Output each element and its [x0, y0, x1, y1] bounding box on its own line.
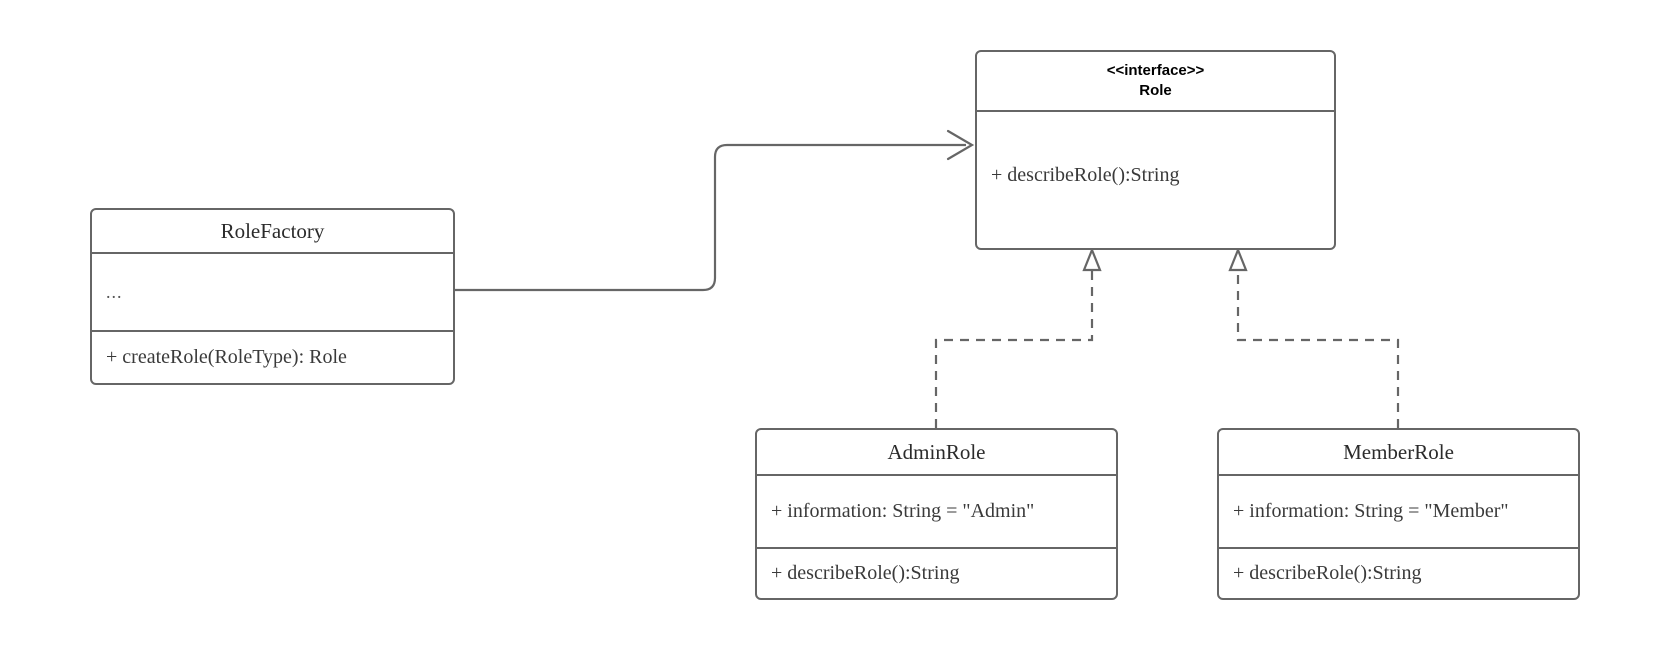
class-box-rolefactory[interactable]: RoleFactory ... + createRole(RoleType): … [90, 208, 455, 385]
operation-row: + describeRole():String [1233, 562, 1422, 584]
class-name-label: MemberRole [1343, 439, 1454, 464]
realization-line [934, 268, 1094, 428]
class-name-adminrole: AdminRole [757, 430, 1116, 474]
class-box-role[interactable]: <<interface>> Role + describeRole():Stri… [975, 50, 1336, 250]
class-name-label: Role [1139, 82, 1172, 99]
operation-row: + describeRole():String [771, 562, 960, 584]
class-name-label: AdminRole [887, 439, 986, 464]
attributes-compartment-memberrole: + information: String = "Member" [1219, 474, 1578, 547]
operation-row: + describeRole():String [991, 164, 1180, 186]
class-box-memberrole[interactable]: MemberRole + information: String = "Memb… [1217, 428, 1580, 600]
operations-compartment-rolefactory: + createRole(RoleType): Role [92, 330, 453, 383]
class-name-label: RoleFactory [220, 218, 325, 243]
open-arrowhead-icon [946, 129, 975, 161]
class-name-role: <<interface>> Role [977, 52, 1334, 110]
attribute-row: + information: String = "Admin" [771, 500, 1035, 522]
attributes-compartment-rolefactory: ... [92, 252, 453, 330]
realization-line [1236, 268, 1400, 428]
stereotype-label: <<interface>> [1106, 61, 1205, 79]
edge-adminrole-realizes-role [934, 247, 1102, 428]
class-name-memberrole: MemberRole [1219, 430, 1578, 474]
attribute-row: + information: String = "Member" [1233, 500, 1509, 522]
hollow-triangle-arrowhead-icon [1228, 247, 1248, 272]
association-line [455, 143, 966, 292]
edge-rolefactory-to-role [455, 129, 975, 292]
attributes-compartment-adminrole: + information: String = "Admin" [757, 474, 1116, 547]
class-name-rolefactory: RoleFactory [92, 210, 453, 252]
operations-compartment-adminrole: + describeRole():String [757, 547, 1116, 598]
class-box-adminrole[interactable]: AdminRole + information: String = "Admin… [755, 428, 1118, 600]
operation-row: + createRole(RoleType): Role [106, 346, 347, 368]
operations-compartment-memberrole: + describeRole():String [1219, 547, 1578, 598]
edge-memberrole-realizes-role [1228, 247, 1400, 428]
operations-compartment-role: + describeRole():String [977, 110, 1334, 248]
hollow-triangle-arrowhead-icon [1082, 247, 1102, 272]
attribute-row: ... [106, 281, 123, 302]
